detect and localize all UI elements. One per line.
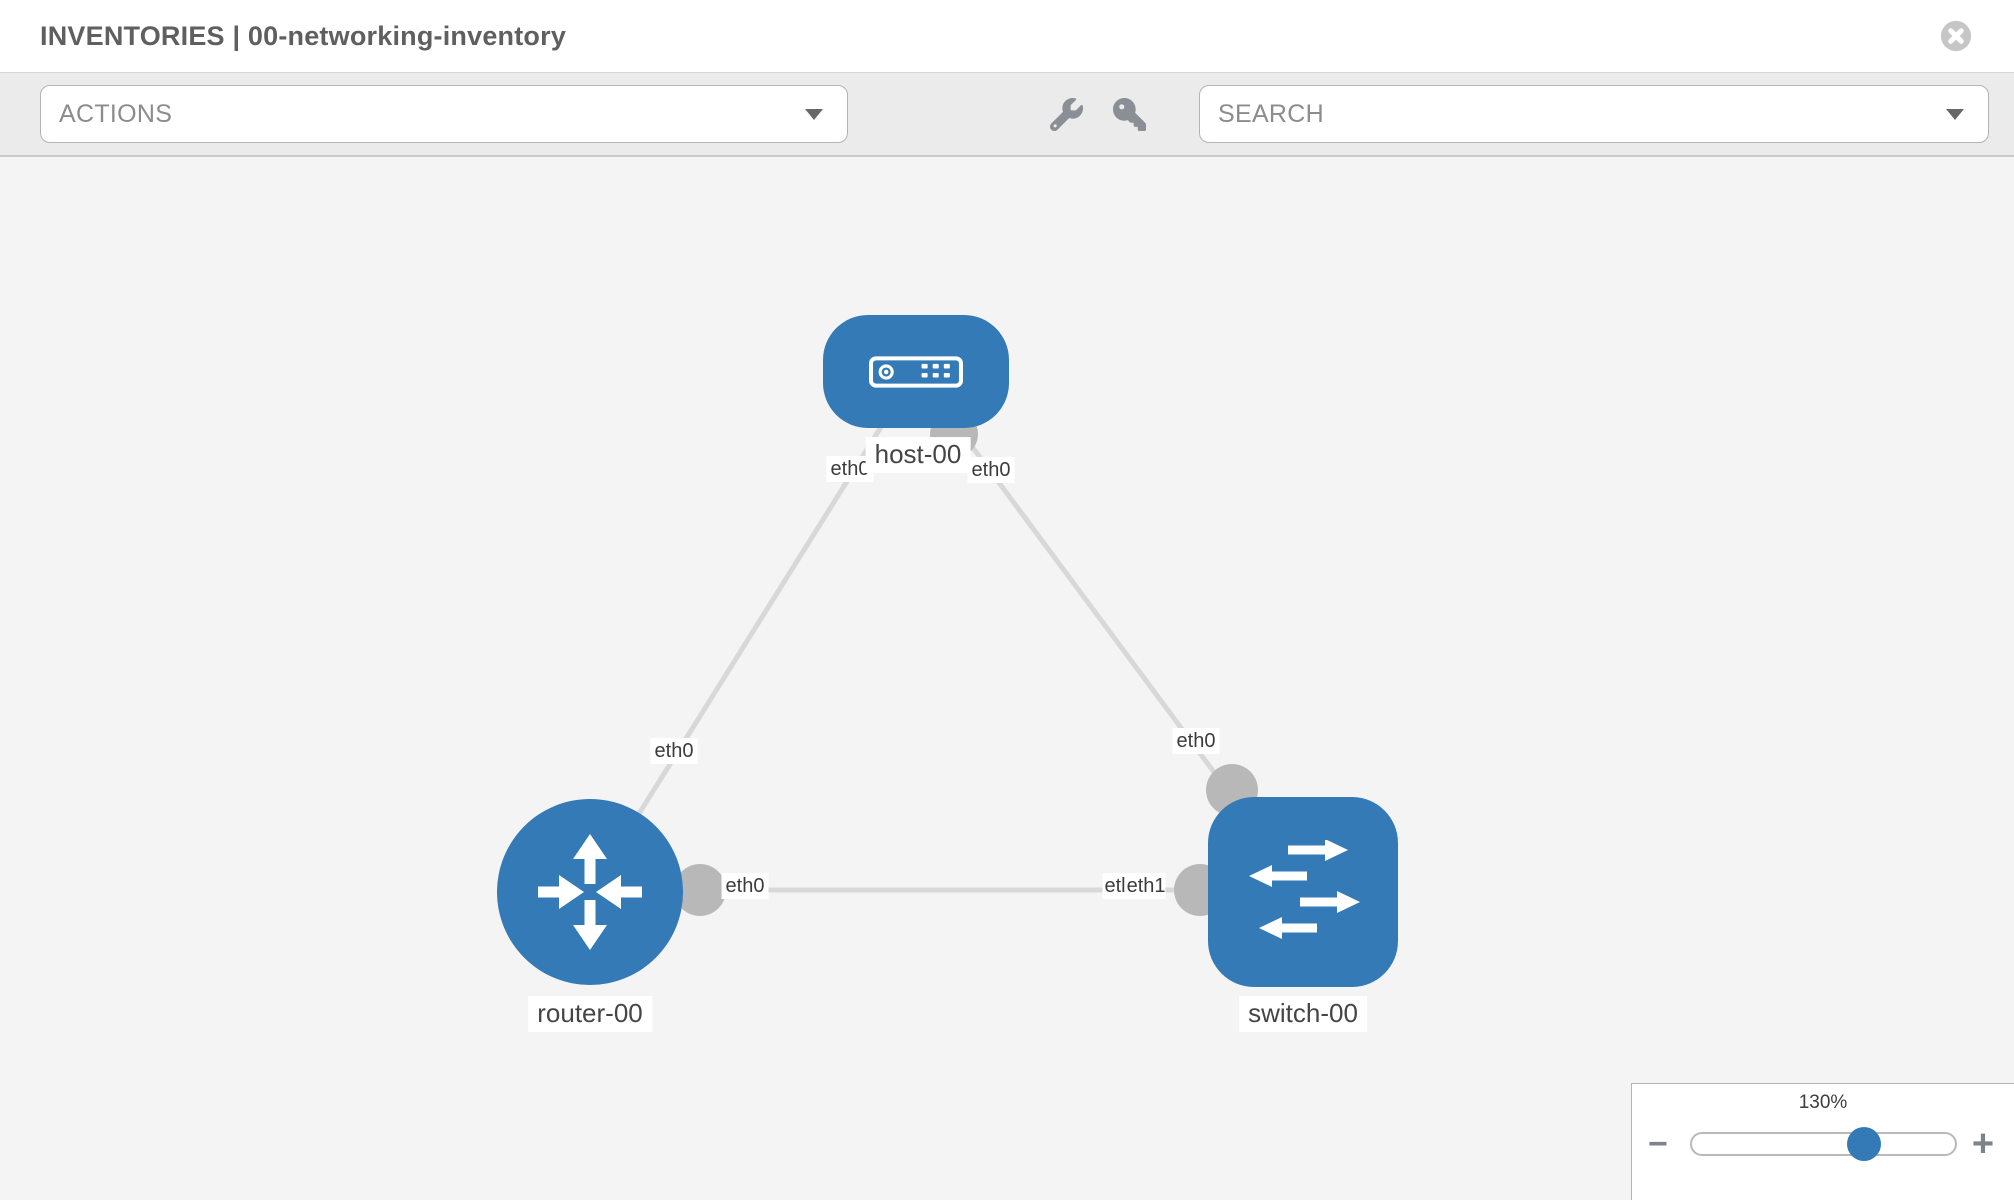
zoom-row: − + (1632, 1123, 2014, 1165)
zoom-slider-track[interactable] (1689, 1127, 1957, 1161)
zoom-in-button[interactable]: + (1971, 1123, 1995, 1165)
actions-dropdown-label: ACTIONS (59, 99, 173, 128)
zoom-out-button[interactable]: − (1648, 1125, 1668, 1163)
interface-label-overlap: etl eth1 (1102, 873, 1166, 899)
interface-label: eth1 (1124, 873, 1166, 899)
interface-label: eth0 (721, 873, 769, 899)
interface-label-artifact: etl (1102, 873, 1126, 899)
topology-canvas[interactable]: eth0 eth0 eth0 eth0 eth0 etl eth1 host-0… (0, 157, 2014, 1200)
configure-button[interactable] (1050, 97, 1083, 131)
port-router-right (674, 864, 726, 916)
search-dropdown-label: SEARCH (1218, 99, 1324, 128)
zoom-slider-thumb[interactable] (1846, 1127, 1881, 1161)
node-label-switch: switch-00 (1239, 996, 1367, 1032)
node-label-host: host-00 (865, 437, 971, 473)
host-icon (869, 355, 963, 388)
interface-label: eth0 (650, 738, 698, 764)
node-host-00[interactable] (823, 315, 1009, 428)
chevron-down-icon (1946, 108, 1964, 120)
page-title: INVENTORIES | 00-networking-inventory (40, 20, 567, 51)
zoom-value: 130% (1798, 1092, 1848, 1113)
credentials-button[interactable] (1113, 97, 1146, 131)
interface-label: eth0 (967, 457, 1015, 483)
node-label-router: router-00 (528, 996, 652, 1032)
key-icon (1113, 97, 1146, 131)
switch-icon (1249, 840, 1360, 939)
router-icon (538, 834, 642, 950)
toolbar: ACTIONS SEARCH (0, 73, 2014, 157)
titlebar: INVENTORIES | 00-networking-inventory (0, 0, 2014, 73)
close-button[interactable] (1939, 19, 1973, 53)
close-icon (1940, 20, 1972, 52)
search-dropdown[interactable]: SEARCH (1199, 85, 1989, 143)
chevron-down-icon (805, 108, 823, 120)
node-switch-00[interactable] (1208, 797, 1398, 987)
zoom-panel: 130% − + (1631, 1083, 2014, 1200)
links-layer (587, 369, 1306, 916)
node-router-00[interactable] (497, 799, 683, 985)
interface-label: eth0 (1172, 728, 1220, 754)
actions-dropdown[interactable]: ACTIONS (40, 85, 848, 143)
wrench-icon (1050, 97, 1083, 131)
